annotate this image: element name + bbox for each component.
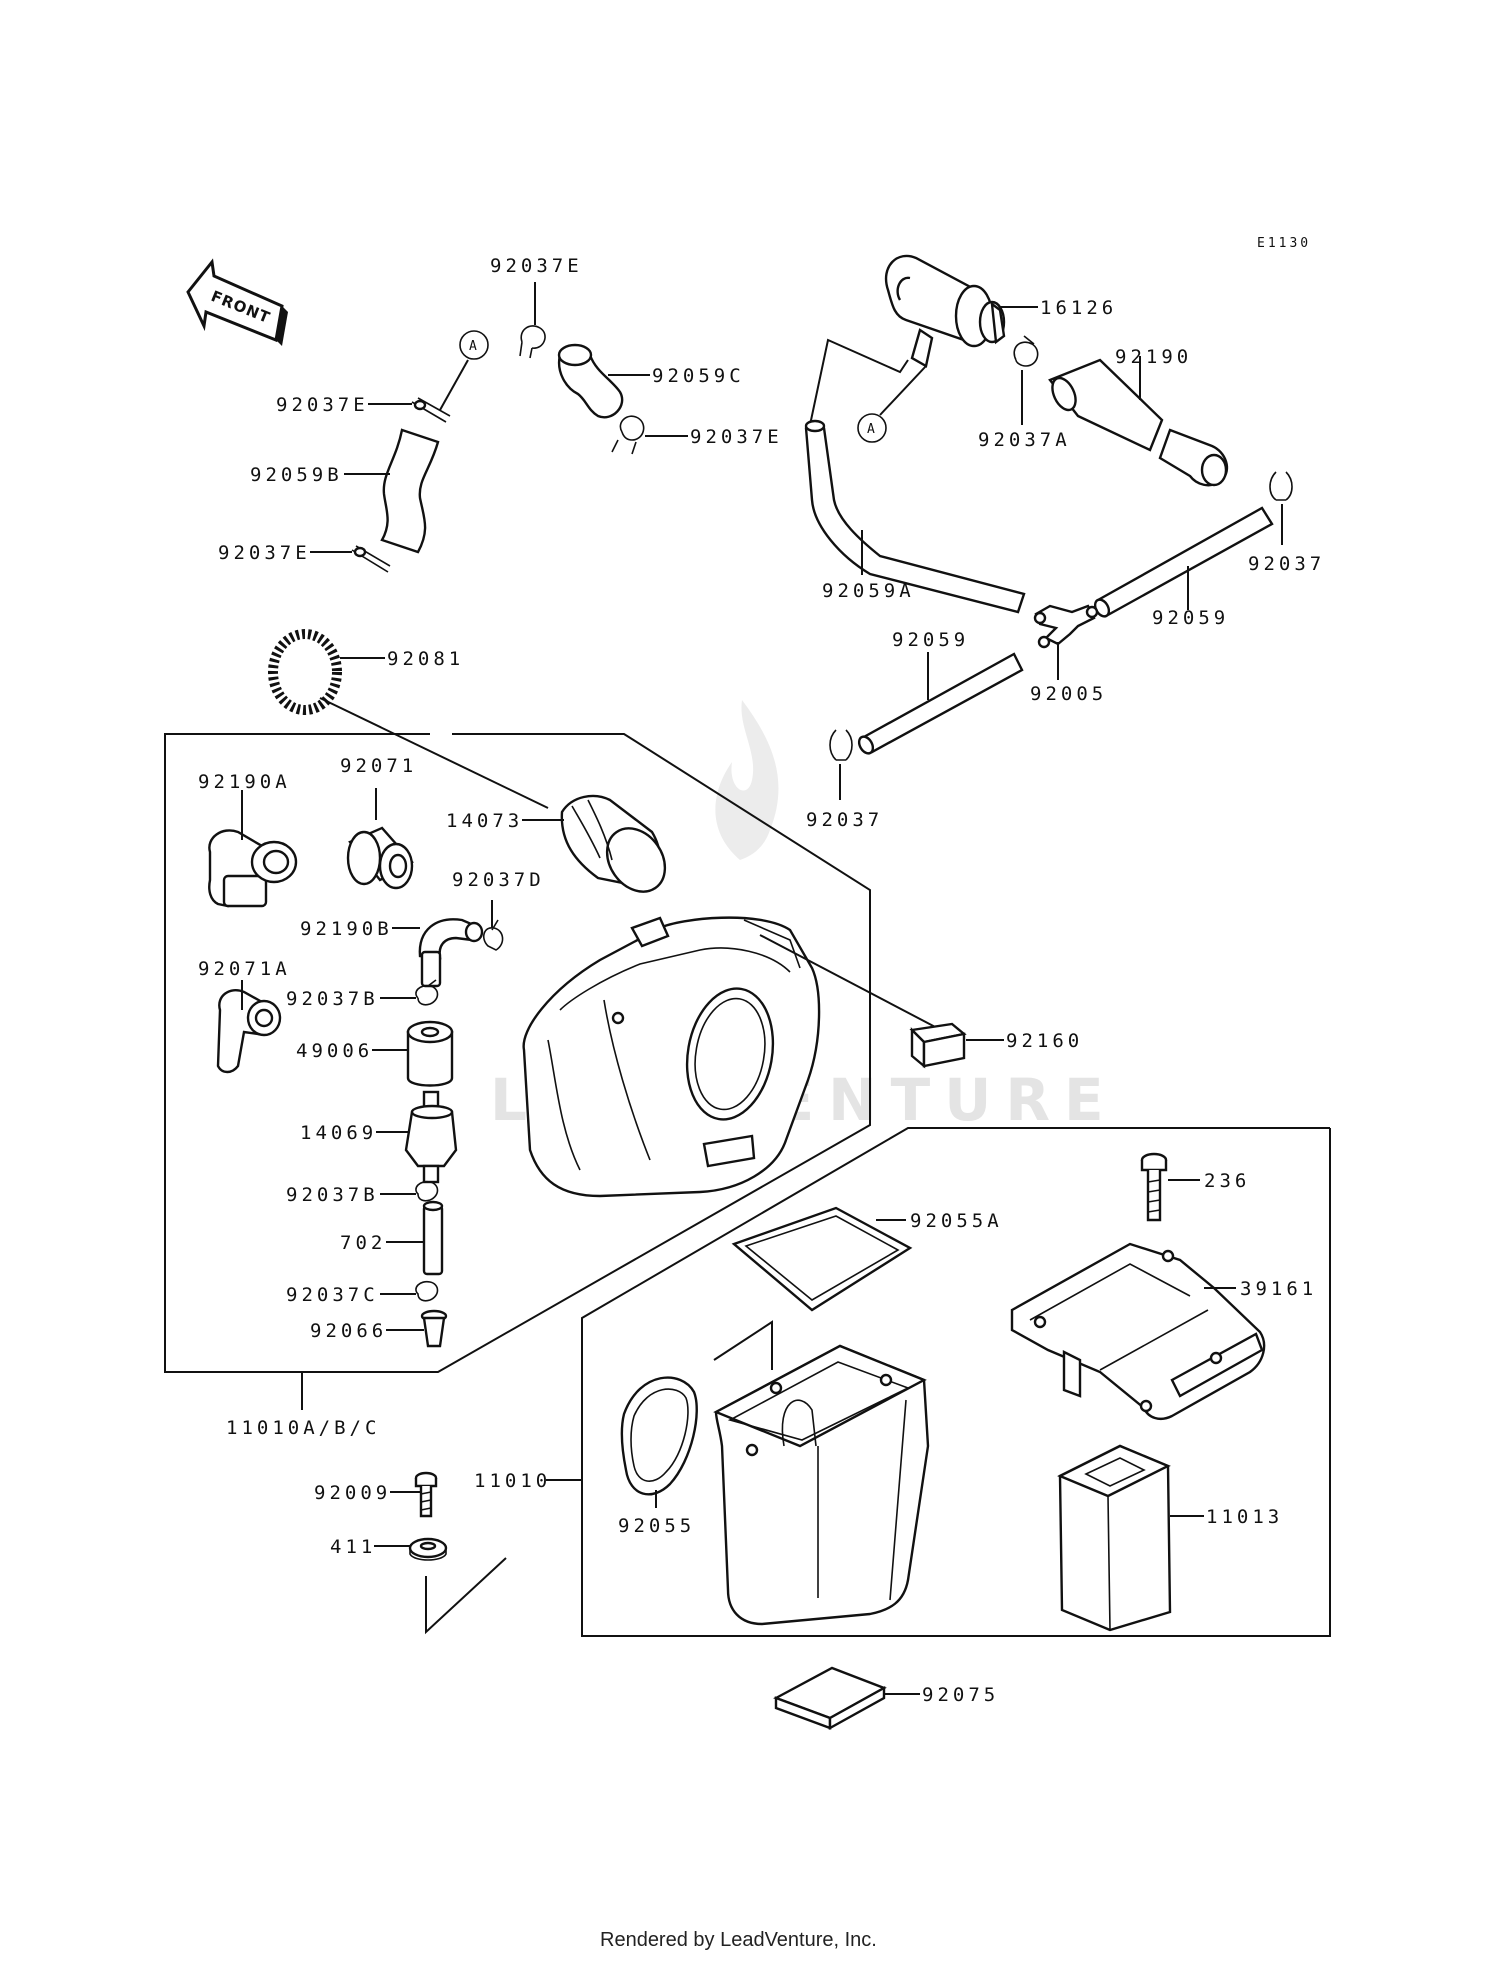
label-14069: 14069 — [300, 1122, 377, 1144]
label-411: 411 — [330, 1536, 376, 1558]
clip-92037B-bottom — [415, 1180, 439, 1202]
cylinder-49006 — [406, 1020, 454, 1087]
label-92190A: 92190A — [198, 771, 291, 793]
label-92037E-right: 92037E — [690, 426, 783, 448]
svg-text:A: A — [469, 339, 477, 354]
label-92037-right: 92037 — [1248, 553, 1325, 575]
clip-92037C — [415, 1280, 439, 1302]
fitting-92066 — [420, 1309, 448, 1348]
hose-92059-middle — [860, 652, 1024, 754]
label-236: 236 — [1204, 1170, 1250, 1192]
label-39161: 39161 — [1240, 1278, 1317, 1300]
hose-92190B — [418, 918, 484, 988]
footer-credit: Rendered by LeadVenture, Inc. — [600, 1929, 877, 1951]
air-cleaner-case-11010 — [713, 1344, 930, 1626]
label-92037E-top: 92037E — [490, 255, 583, 277]
callout-a-right — [857, 413, 887, 443]
label-14073: 14073 — [446, 810, 523, 832]
label-92037D: 92037D — [452, 869, 545, 891]
gasket-92055A — [731, 1206, 913, 1312]
label-11010ABC: 11010A/B/C — [226, 1417, 380, 1439]
breather-hose-group: 92037E 92059C 92037E A 92037E 92059B 920… — [218, 255, 783, 573]
label-92037-middle: 92037 — [806, 809, 883, 831]
clip-92037E-top — [519, 325, 546, 359]
valve-16126 — [885, 254, 1006, 368]
elbow-92190A — [208, 829, 298, 908]
label-92055A: 92055A — [910, 1210, 1003, 1232]
kit-11010ABC-frame — [164, 733, 871, 1373]
clip-92037A — [1013, 335, 1039, 367]
label-11010: 11010 — [474, 1470, 551, 1492]
filter-14069 — [404, 1090, 458, 1184]
duct-14073 — [560, 794, 667, 893]
bolt-236 — [1140, 1152, 1168, 1222]
label-92066: 92066 — [310, 1320, 387, 1342]
label-92059A: 92059A — [822, 580, 915, 602]
diagram-code: E1130 — [1257, 236, 1311, 251]
screw-92009 — [414, 1471, 438, 1518]
label-92075: 92075 — [922, 1684, 999, 1706]
label-92037E-bottom: 92037E — [218, 542, 311, 564]
label-92037B-top: 92037B — [286, 988, 379, 1010]
svg-text:A: A — [867, 422, 875, 437]
hose-92059B — [380, 428, 440, 554]
label-92037E-left: 92037E — [276, 394, 369, 416]
label-92055: 92055 — [618, 1515, 695, 1537]
kit-11010-frame — [581, 1127, 1331, 1637]
valve-hose-group: 16126 92037A 92190 A 92059A 92037 — [804, 254, 1325, 831]
clip-92037B-top — [415, 979, 439, 1006]
spring-clamp-92081 — [268, 629, 342, 715]
label-92071: 92071 — [340, 755, 417, 777]
hose-92190 — [1048, 358, 1229, 487]
label-92059-middle: 92059 — [892, 629, 969, 651]
label-92190B: 92190B — [300, 918, 393, 940]
label-11013: 11013 — [1206, 1506, 1283, 1528]
label-92160: 92160 — [1006, 1030, 1083, 1052]
label-16126: 16126 — [1040, 297, 1117, 319]
label-92037A: 92037A — [978, 429, 1071, 451]
pad-92160 — [909, 1022, 967, 1069]
label-92037C: 92037C — [286, 1284, 379, 1306]
label-92005: 92005 — [1030, 683, 1107, 705]
label-92059B: 92059B — [250, 464, 343, 486]
washer-411 — [408, 1537, 448, 1561]
label-49006: 49006 — [296, 1040, 373, 1062]
label-92059-right: 92059 — [1152, 607, 1229, 629]
clip-92037D — [482, 919, 504, 951]
label-92009: 92009 — [314, 1482, 391, 1504]
hose-92059-right — [1096, 506, 1274, 618]
clip-92037-right — [1269, 471, 1293, 501]
clip-92037-middle — [829, 729, 853, 761]
air-cleaner-case-11010A — [522, 916, 821, 1198]
label-702: 702 — [340, 1232, 386, 1254]
o-ring-92055 — [620, 1376, 698, 1496]
sheet-92075 — [773, 1666, 887, 1731]
elbow-92071A — [216, 989, 282, 1074]
callout-a-left — [459, 330, 489, 360]
grommet-92071 — [346, 826, 414, 890]
element-11013 — [1057, 1444, 1172, 1632]
cover-39161 — [1010, 1242, 1266, 1420]
pipe-702 — [422, 1200, 444, 1276]
label-92081: 92081 — [387, 648, 464, 670]
label-92071A: 92071A — [198, 958, 291, 980]
clip-92037E-right — [611, 415, 645, 455]
front-arrow-icon: FRONT — [186, 258, 288, 346]
label-92059C: 92059C — [652, 365, 745, 387]
tee-joint-92005 — [1033, 604, 1099, 649]
label-92037B-bottom: 92037B — [286, 1184, 379, 1206]
label-92190: 92190 — [1115, 346, 1192, 368]
